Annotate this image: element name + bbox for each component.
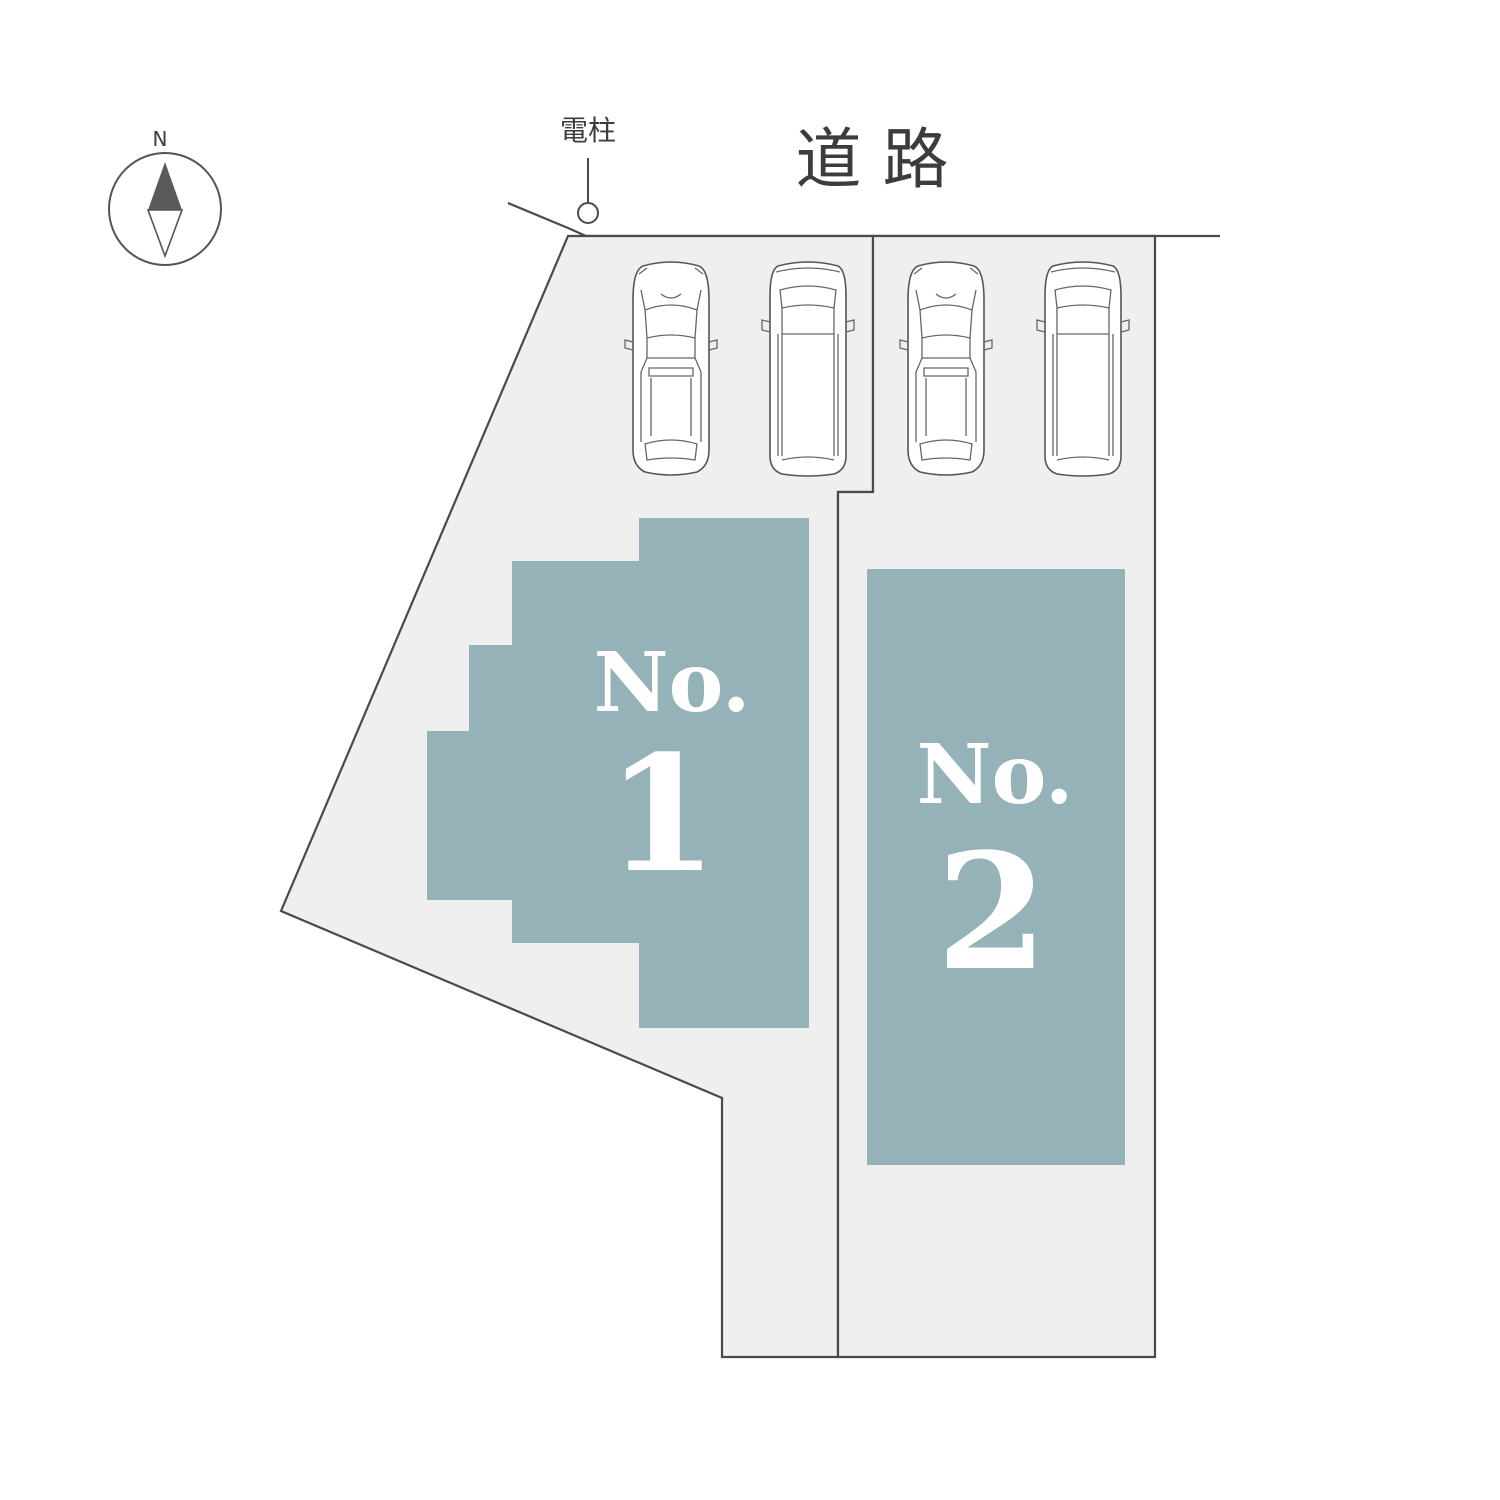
north-arrow-icon (146, 162, 184, 259)
road-edge-line (507, 201, 1220, 238)
lot-1-number: 1 (606, 720, 717, 908)
building-2-footprint (867, 569, 1125, 1165)
parking-car-2 (761, 261, 855, 477)
compass: N (108, 127, 222, 266)
parking-car-3 (899, 261, 993, 476)
road-label: 道 路 (796, 121, 949, 198)
lot-2-number: 2 (936, 818, 1047, 1006)
compass-north-label: N (153, 127, 168, 151)
parking-car-4 (1036, 261, 1130, 477)
utility-pole: 電柱 (560, 114, 616, 224)
parking-car-1 (624, 261, 718, 476)
building-1-footprint (427, 518, 809, 1028)
lot-2-no-label: No. (917, 727, 1074, 823)
pole-label: 電柱 (560, 114, 616, 147)
utility-pole-icon (577, 202, 599, 224)
lot-1-no-label: No. (594, 635, 751, 731)
